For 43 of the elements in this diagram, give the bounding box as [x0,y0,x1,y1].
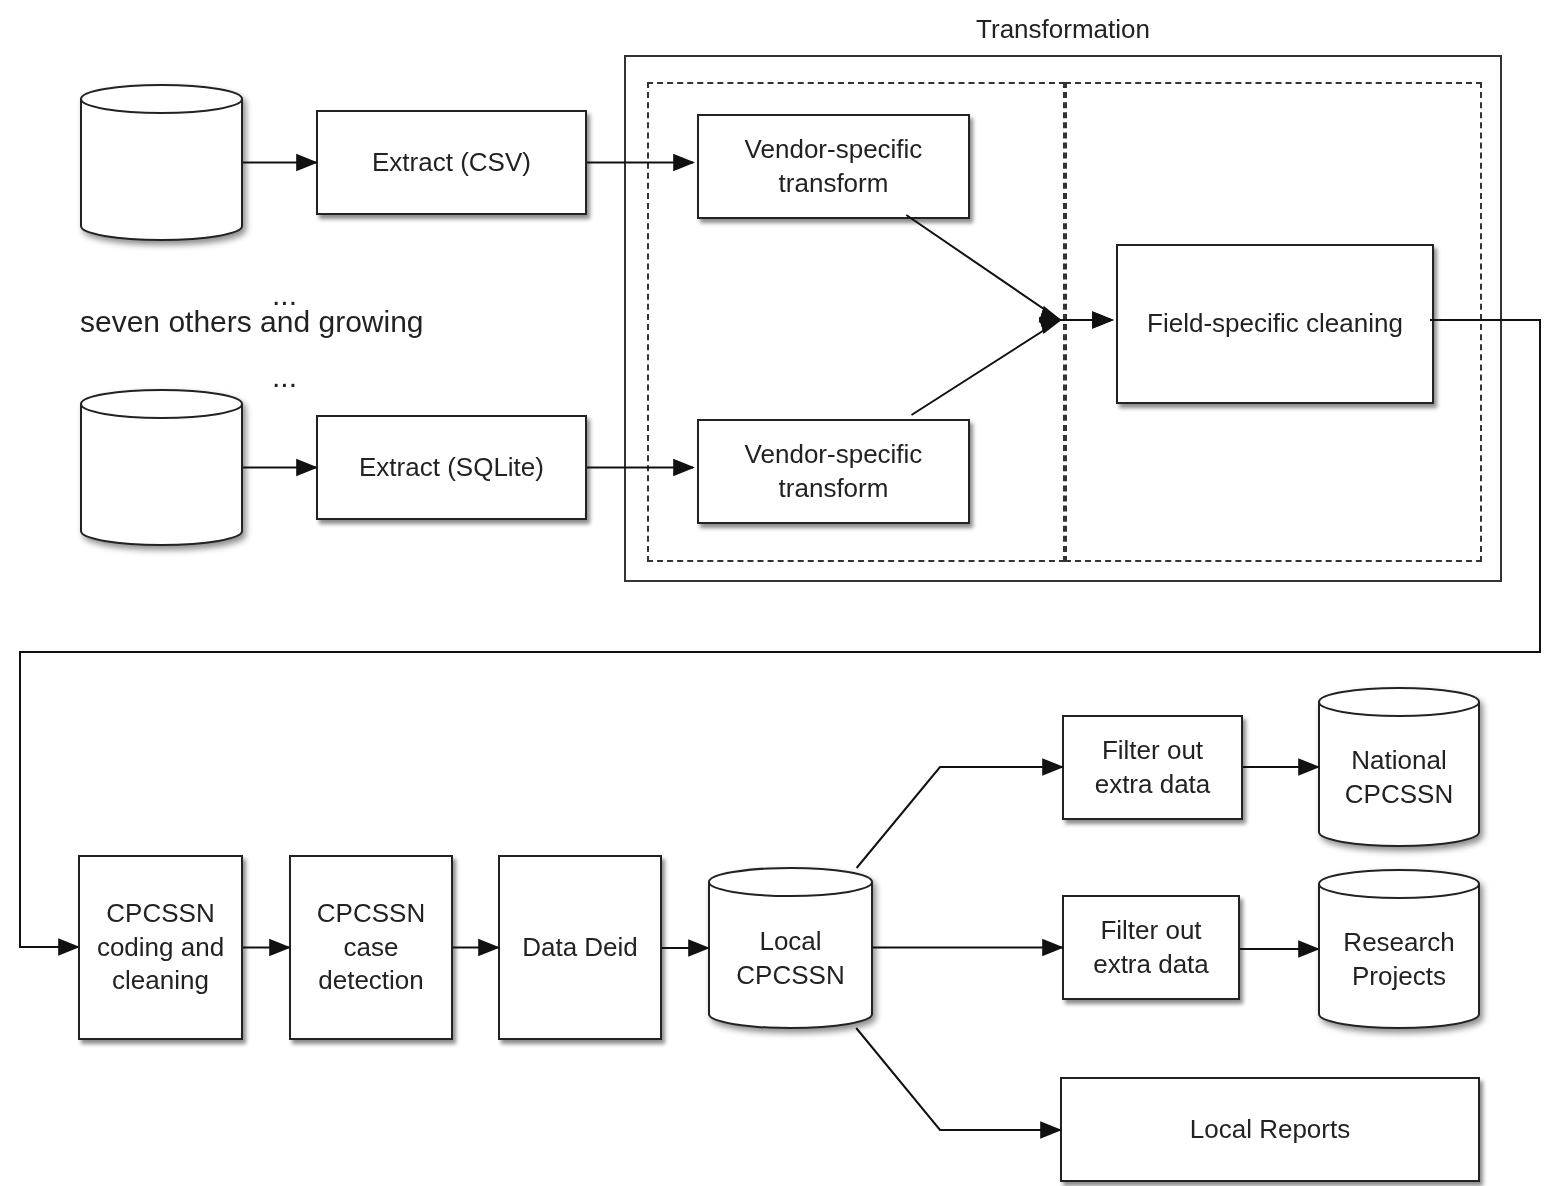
node-label: Vendor-specific transform [743,437,924,505]
node-label: Local Reports [1188,1112,1352,1146]
ellipsis-text: ... [272,360,297,394]
node-label: Data Deid [521,930,639,964]
process-box [1060,1077,1480,1182]
process-box [316,415,587,520]
process-box [498,855,662,1040]
arrow [242,153,319,172]
node-label: Extract (SQLite) [358,450,545,484]
node-label: Research Projects [1342,926,1456,993]
process-box [697,419,970,524]
process-box [78,855,243,1040]
arrow [586,153,696,172]
node-label: National CPCSSN [1343,744,1455,811]
process-box [1062,895,1240,1000]
node-label: Filter out extra data [1092,913,1210,981]
arrow [661,939,711,957]
arrow [855,758,1065,869]
node-label: Field-specific cleaning [1146,307,1404,341]
node-label: Filter out extra data [1093,733,1212,801]
process-box [1116,244,1434,404]
arrow [1242,758,1321,776]
arrow [452,938,501,957]
arrow [242,458,319,477]
process-box [289,855,453,1040]
node-label: CPCSSN coding and cleaning [95,896,226,998]
process-box [316,110,587,215]
arrow [910,311,1114,416]
process-box [1062,715,1243,820]
arrow [855,1027,1063,1139]
arrow [1239,940,1321,958]
node-label: CPCSSN case detection [315,896,427,998]
arrow [872,938,1065,957]
node-label: Local CPCSSN [735,925,846,992]
arrow [19,319,1541,956]
process-box [697,114,970,219]
arrow [242,938,292,957]
dashed-group-region [647,82,1065,562]
node-label: Extract (CSV) [371,145,532,179]
group-title: Transformation [975,13,1151,46]
node-label: Vendor-specific transform [743,132,924,200]
dashed-group-region [1065,82,1482,562]
arrow [586,458,696,477]
